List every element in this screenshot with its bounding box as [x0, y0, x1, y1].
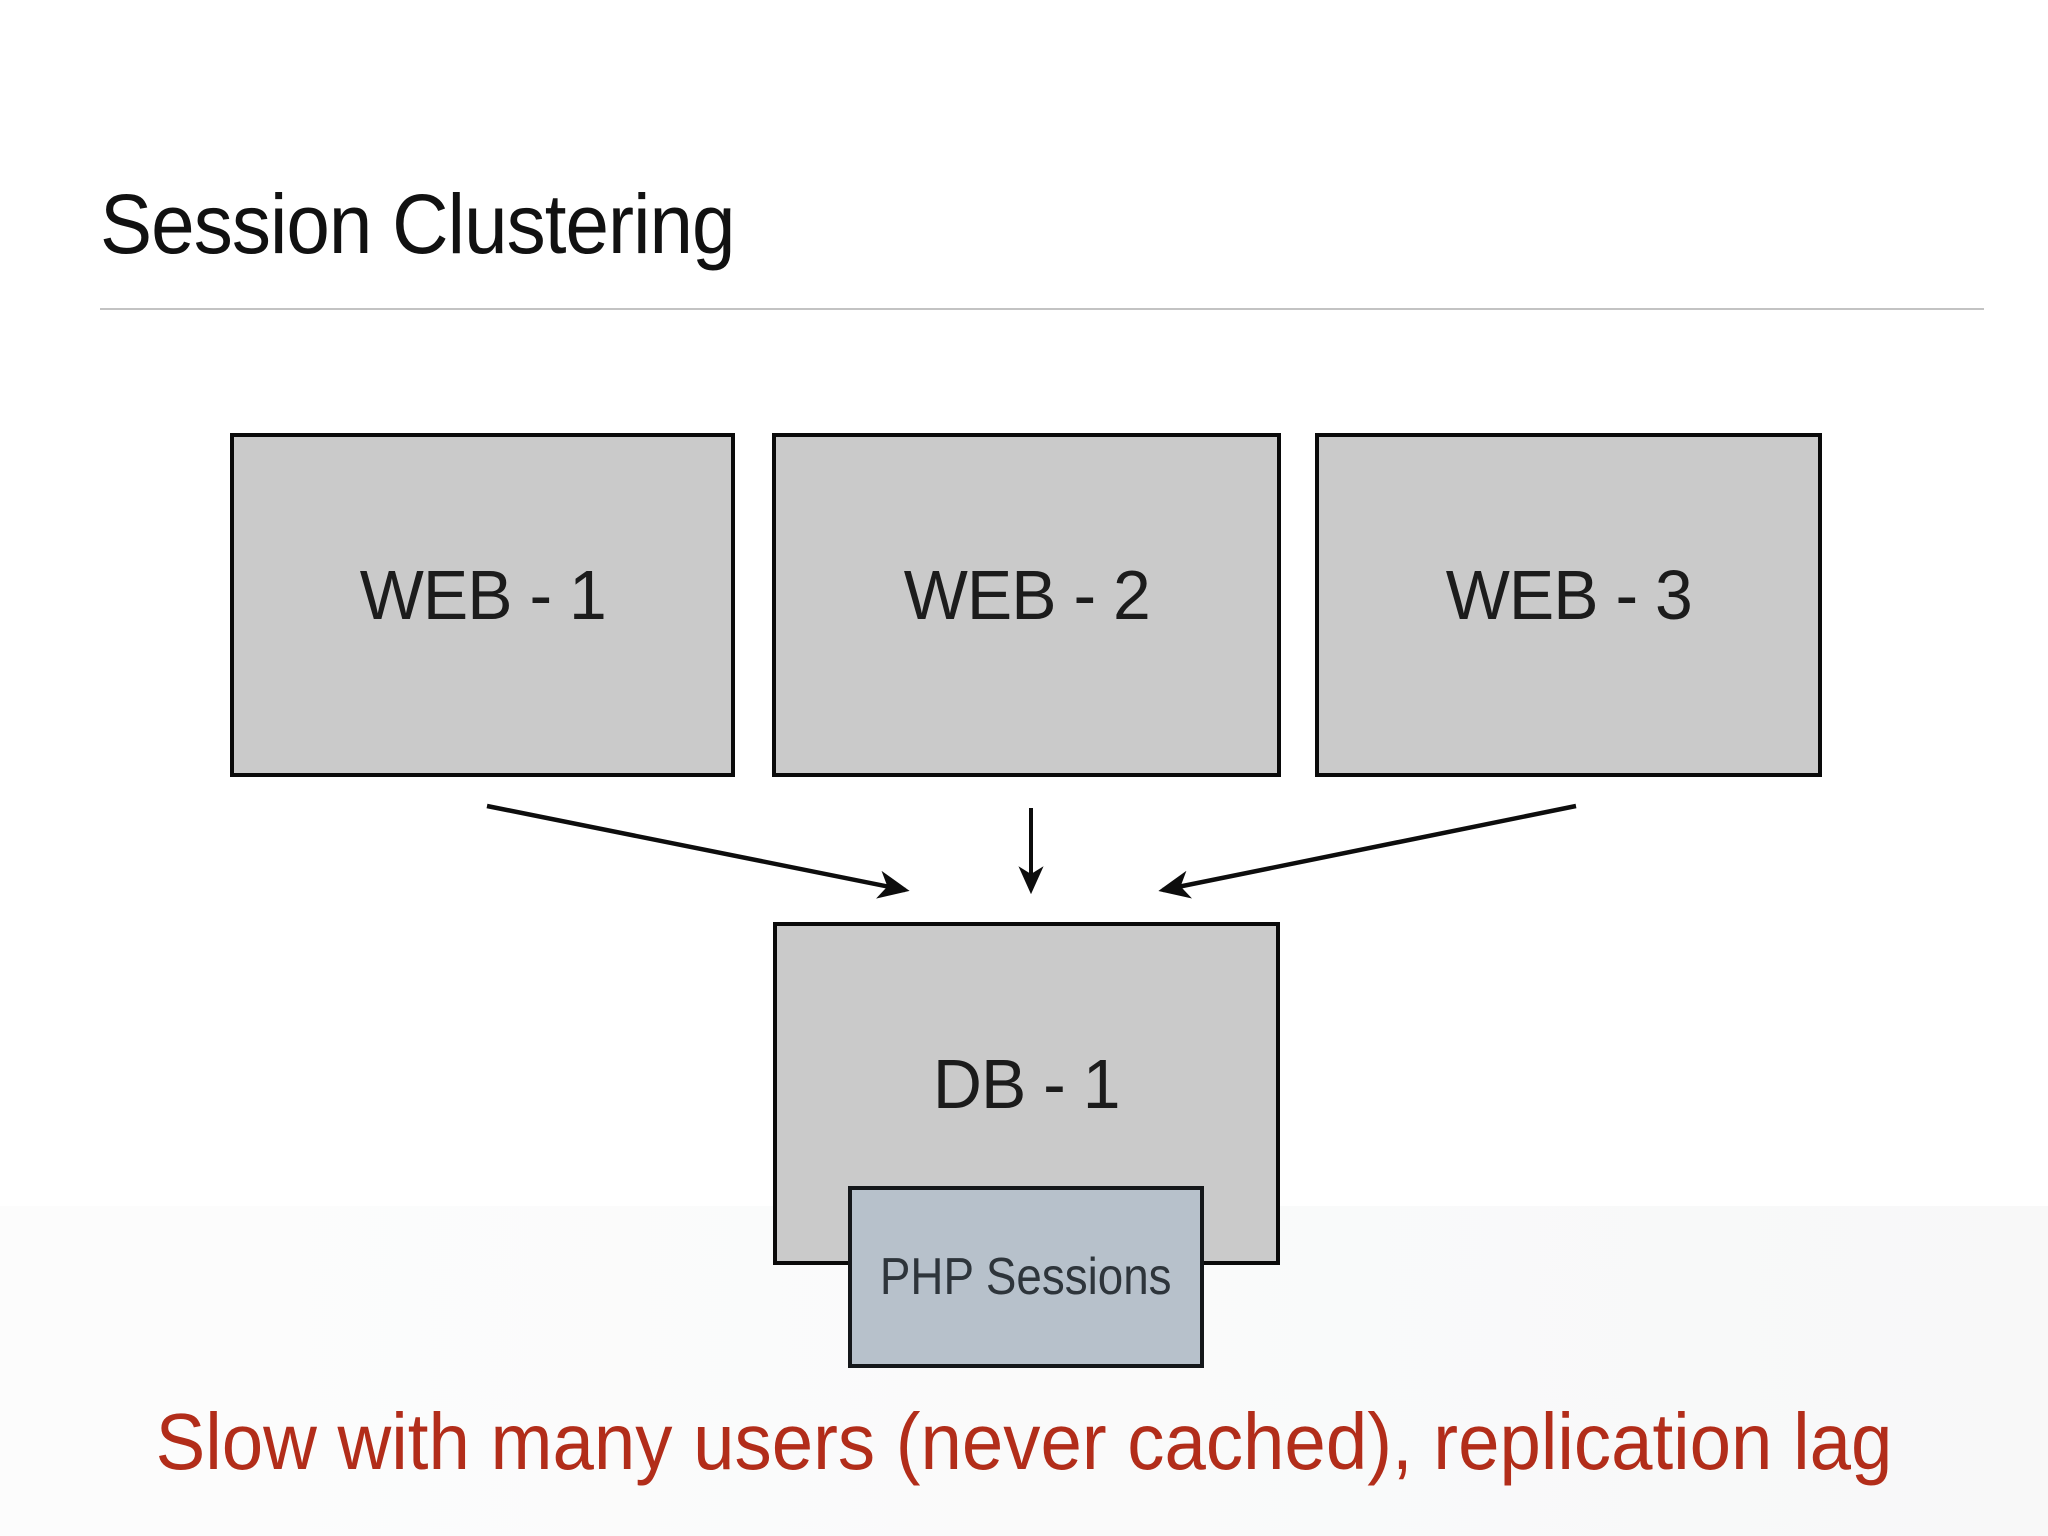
slide-caption: Slow with many users (never cached), rep…	[155, 1397, 1893, 1486]
arrow-web3-to-db1	[1158, 803, 1577, 899]
web-1-label: WEB - 1	[359, 556, 607, 634]
web-3-label: WEB - 3	[1445, 556, 1693, 634]
web-3-box: WEB - 3	[1315, 433, 1822, 777]
title-divider-line	[100, 308, 1984, 310]
slide-title: Session Clustering	[100, 177, 736, 271]
web-1-box: WEB - 1	[230, 433, 735, 777]
web-2-label: WEB - 2	[903, 556, 1151, 634]
php-sessions-box: PHP Sessions	[848, 1186, 1204, 1368]
web-2-box: WEB - 2	[772, 433, 1281, 777]
php-sessions-label: PHP Sessions	[880, 1248, 1172, 1306]
arrow-web1-to-db1	[486, 803, 910, 899]
db-1-label: DB - 1	[933, 1044, 1121, 1123]
